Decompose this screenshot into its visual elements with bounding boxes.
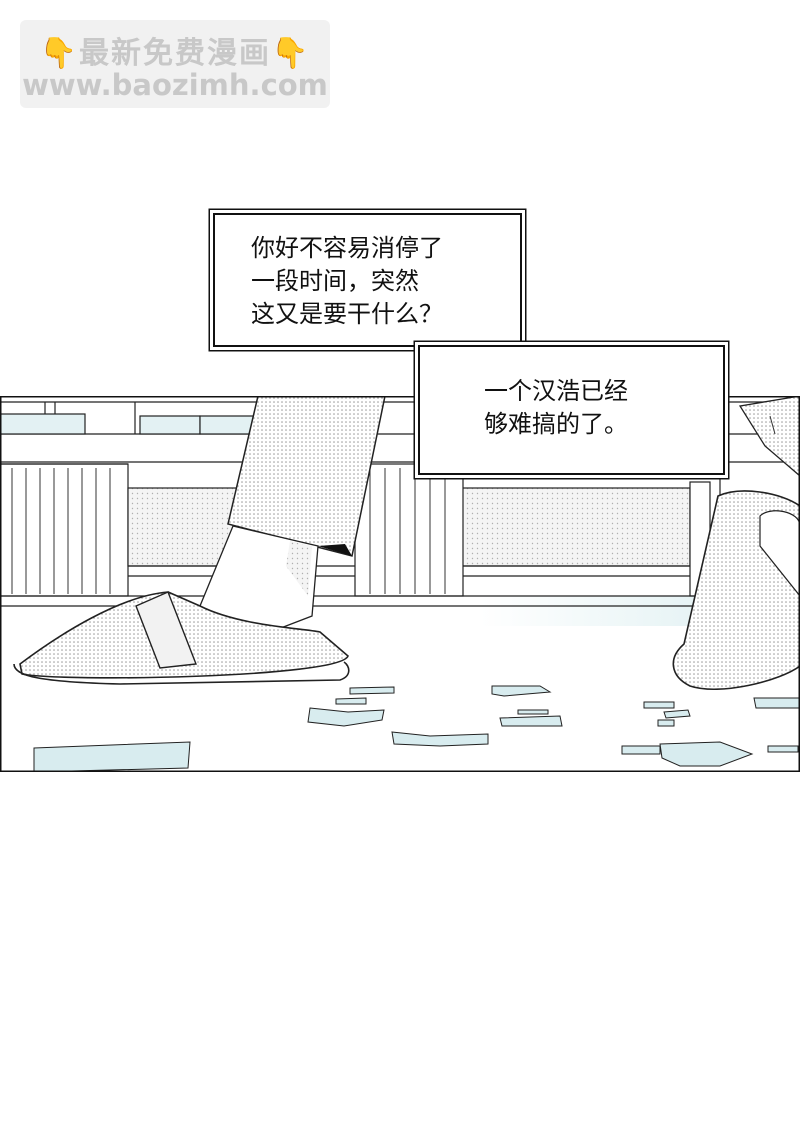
bubble-2-line-1: 一个汉浩已经 [484, 377, 628, 405]
watermark: 👇最新免费漫画👇 www.baozimh.com [20, 20, 330, 108]
hand-pointing-down-icon: 👇 [271, 36, 311, 71]
watermark-url: www.baozimh.com [22, 68, 328, 102]
bubble-1-line-3: 这又是要干什么？ [251, 300, 443, 328]
left-slipper [13, 591, 350, 685]
bubble-2-line-2: 够难搞的了。 [484, 410, 628, 438]
speech-bubble-2: 一个汉浩已经 够难搞的了。 [418, 345, 725, 475]
background-furniture [0, 401, 800, 607]
bubble-1-line-2: 一段时间，突然 [251, 267, 419, 295]
hand-pointing-down-icon: 👇 [39, 36, 79, 71]
glass-shards [33, 685, 800, 772]
speech-bubble-1: 你好不容易消停了 一段时间，突然 这又是要干什么？ [213, 213, 522, 347]
watermark-title: 最新免费漫画 [79, 36, 271, 71]
bubble-1-line-1: 你好不容易消停了 [251, 234, 443, 262]
